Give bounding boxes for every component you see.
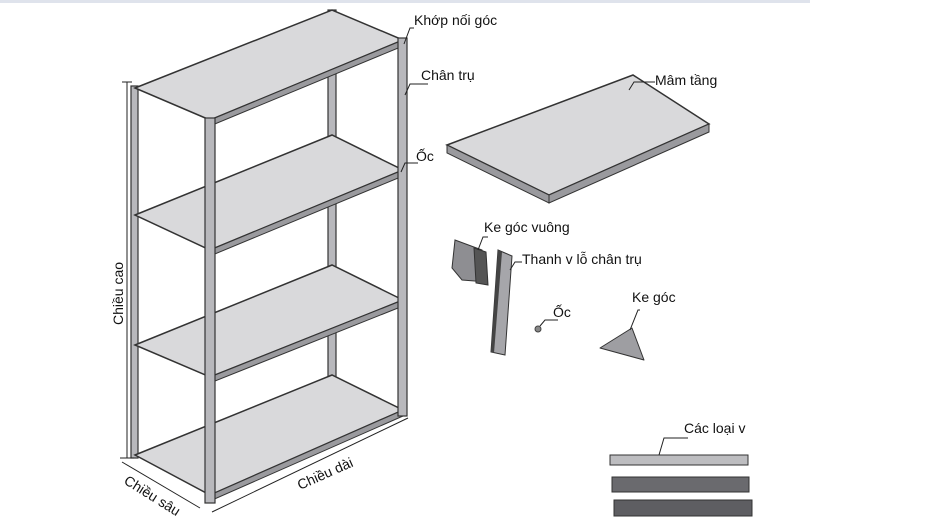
label-bolt-1: Ốc: [416, 147, 434, 164]
top-border: [0, 0, 810, 3]
square-bracket: Ke góc vuông: [451, 219, 570, 286]
label-bolt-2: Ốc: [553, 303, 571, 320]
depth-label: Chiều sâu: [121, 472, 183, 519]
dimension-height: Chiều cao: [110, 81, 134, 459]
corner-plate: Ke góc: [599, 289, 676, 361]
label-tray: Mâm tầng: [655, 72, 717, 88]
label-corner-plate: Ke góc: [632, 289, 676, 305]
shelf-unit: [130, 9, 408, 504]
label-post: Chân trụ: [421, 67, 475, 83]
label-square-bracket: Ke góc vuông: [484, 219, 570, 235]
height-label: Chiều cao: [110, 262, 126, 325]
front-left-post: [204, 117, 216, 504]
front-right-post: [397, 37, 408, 417]
angle-bars: Các loại v: [609, 420, 753, 517]
bolt-icon: [534, 325, 542, 333]
upright-bar: Thanh v lỗ chân trụ: [490, 249, 642, 356]
shelf-level: [133, 374, 405, 496]
shelf-level: [133, 9, 405, 121]
label-upright-bar: Thanh v lỗ chân trụ: [522, 251, 642, 267]
back-left-post: [130, 85, 139, 459]
label-angle-bars: Các loại v: [684, 420, 745, 436]
label-corner-joint: Khớp nối góc: [414, 12, 497, 28]
shelf-tray: Mâm tầng: [445, 72, 717, 204]
